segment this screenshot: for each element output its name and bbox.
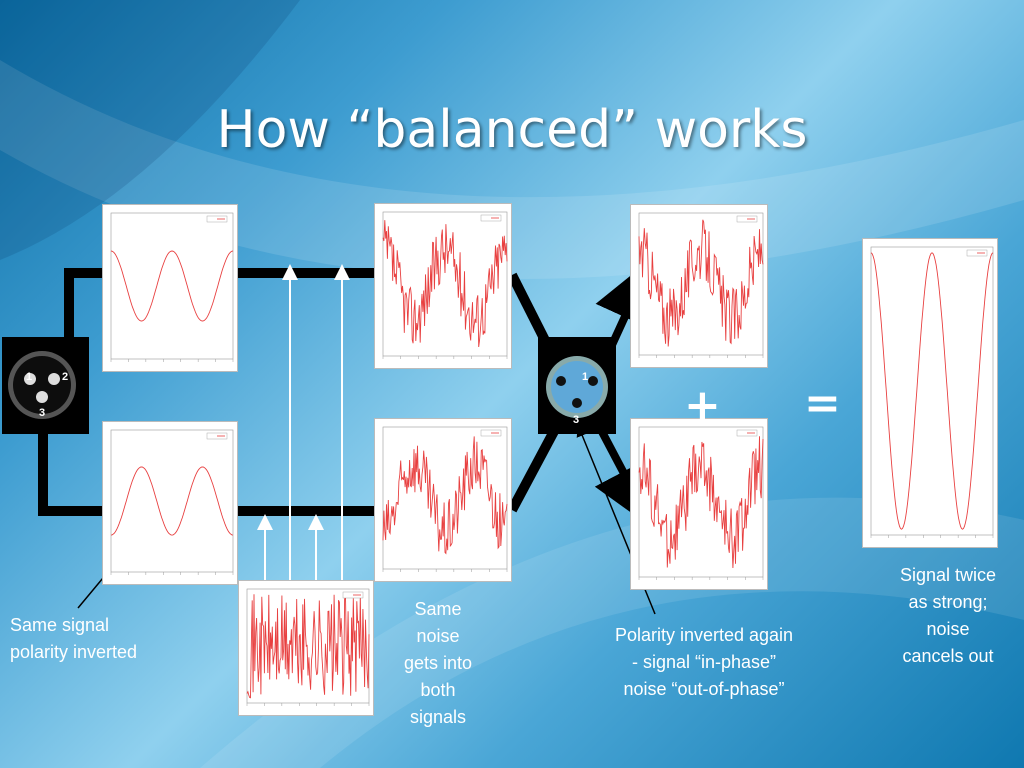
chart-noise-source (238, 580, 374, 716)
chart-signal-bottom (102, 421, 238, 585)
xlr-connector-female: 1 3 (538, 337, 616, 434)
series-line (110, 250, 234, 322)
plot-frame (638, 212, 764, 356)
series-line (870, 252, 994, 530)
chart-noisy-bottom (374, 418, 512, 582)
label-same-signal: Same signal polarity inverted (10, 615, 138, 662)
series-line (638, 219, 764, 347)
chart-reinverted-bottom (630, 418, 768, 590)
plus-sign: + (684, 380, 721, 431)
wire-bottom-vertical (38, 418, 48, 513)
series-line (110, 466, 234, 536)
plot-frame (110, 212, 234, 360)
chart-noisy-top (374, 203, 512, 369)
pin-label-3: 3 (573, 414, 580, 426)
plot-frame (382, 211, 508, 357)
label-polarity-inverted-again: Polarity inverted again - signal “in-pha… (614, 625, 794, 699)
pin-label-3: 3 (39, 407, 46, 419)
pin-label-1: 1 (582, 371, 589, 383)
label-same-noise: Same noise gets into both signals (403, 599, 473, 727)
wire-top-vertical (64, 268, 74, 353)
chart-reinverted-top (630, 204, 768, 368)
plot-frame (638, 426, 764, 578)
equals-sign: = (804, 378, 841, 429)
plot-frame (382, 426, 508, 570)
plot-frame (110, 429, 234, 573)
slide-title: How “balanced” works (216, 100, 808, 160)
pin-label-1: 1 (26, 371, 33, 383)
series-line (638, 436, 764, 569)
chart-signal-top (102, 204, 238, 372)
pin-label-2: 2 (62, 371, 69, 383)
xlr-connector-3pin: 1 2 3 (2, 337, 89, 434)
cross-wire-2 (507, 417, 565, 513)
series-line (382, 436, 508, 555)
chart-result (862, 238, 998, 548)
series-line (382, 220, 508, 348)
label-signal-twice: Signal twice as strong; noise cancels ou… (899, 565, 997, 666)
series-line (246, 594, 370, 699)
plot-frame (870, 246, 994, 536)
